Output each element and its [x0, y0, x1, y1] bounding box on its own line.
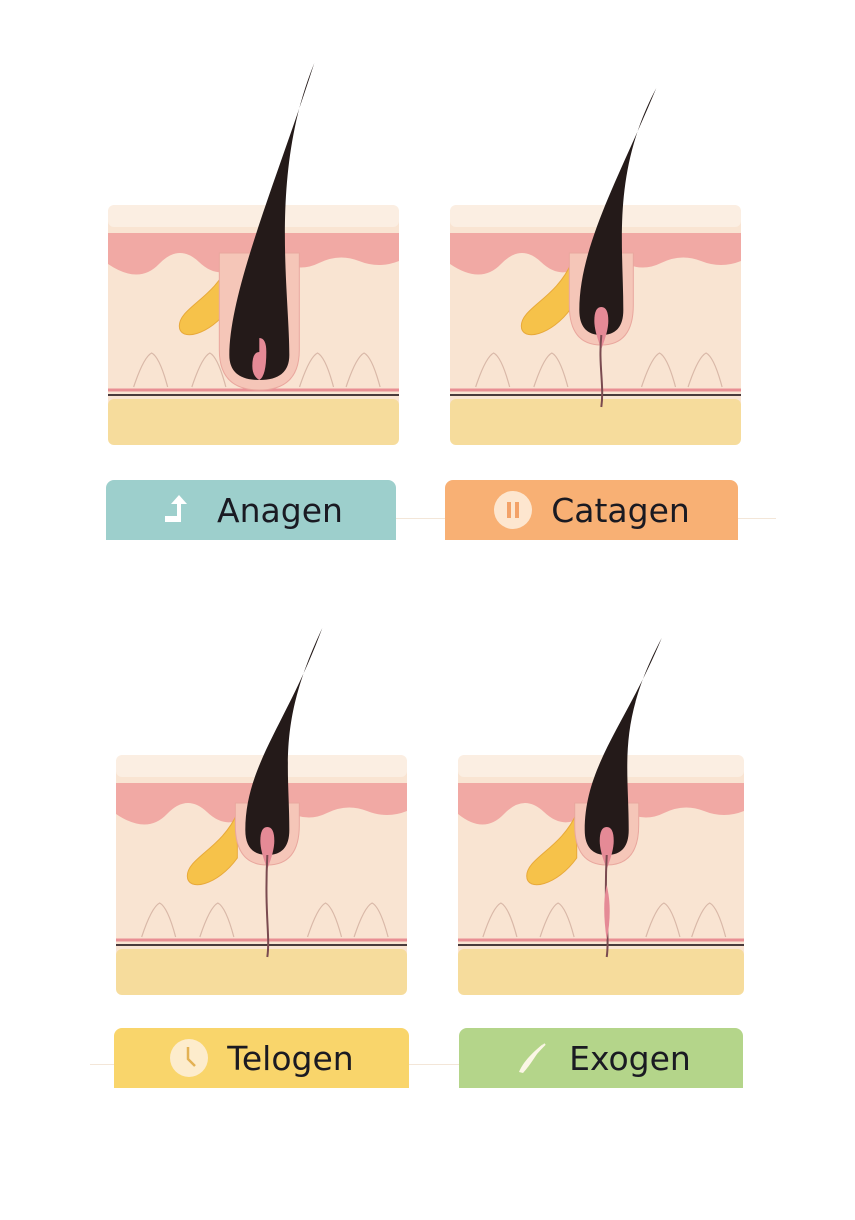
fat-layer	[116, 949, 407, 995]
vessel	[533, 352, 569, 388]
skin-surface	[450, 205, 741, 227]
skin-surface	[108, 205, 399, 227]
sebaceous-gland	[186, 812, 238, 886]
vessel	[306, 902, 343, 938]
arrow-up-icon	[159, 490, 199, 530]
dermal-papilla	[260, 827, 275, 869]
dermal-papilla	[599, 827, 614, 869]
phase-name: Catagen	[551, 490, 690, 530]
telogen-illustration	[108, 620, 413, 1005]
exogen-illustration	[450, 630, 750, 1005]
fat-layer	[108, 399, 399, 445]
phase-label-exogen: Exogen	[459, 1028, 743, 1088]
sebaceous-gland	[526, 812, 578, 886]
phase-label-telogen: Telogen	[114, 1028, 409, 1088]
new-papilla	[604, 885, 610, 940]
shedding-hair-icon	[511, 1038, 551, 1078]
hair-shaft	[579, 88, 657, 335]
hair-shaft	[245, 628, 323, 855]
hair-shaft	[584, 638, 662, 855]
connector-line	[90, 1064, 740, 1065]
epithelial-strand	[599, 334, 604, 408]
phase-name: Telogen	[227, 1038, 354, 1078]
fat-layer	[458, 949, 744, 995]
dermal-papilla	[252, 338, 267, 380]
sebaceous-gland	[520, 262, 572, 336]
vessel	[345, 352, 381, 388]
vessel	[691, 902, 727, 938]
epithelial-strand	[265, 854, 270, 958]
vessel	[482, 902, 518, 938]
vessel	[539, 902, 575, 938]
vessel	[133, 352, 169, 388]
fat-layer	[450, 399, 741, 445]
phase-label-catagen: Catagen	[445, 480, 738, 540]
phase-label-anagen: Anagen	[106, 480, 396, 540]
vessel	[141, 902, 177, 938]
anagen-illustration	[100, 55, 405, 455]
catagen-illustration	[442, 80, 747, 455]
vessel	[353, 902, 389, 938]
vessel	[199, 902, 235, 938]
clock-icon	[169, 1038, 209, 1078]
skin-block	[116, 755, 407, 995]
hair-shaft	[229, 63, 315, 380]
phase-name: Anagen	[217, 490, 343, 530]
dermal-papilla	[594, 307, 609, 349]
vessel	[640, 352, 677, 388]
vessel	[687, 352, 723, 388]
pause-icon	[493, 490, 533, 530]
sebaceous-gland	[178, 262, 230, 336]
phase-name: Exogen	[569, 1038, 691, 1078]
skin-block	[458, 755, 744, 995]
vessel	[191, 352, 227, 388]
vessel	[475, 352, 511, 388]
vessel	[645, 902, 681, 938]
vessel	[298, 352, 335, 388]
